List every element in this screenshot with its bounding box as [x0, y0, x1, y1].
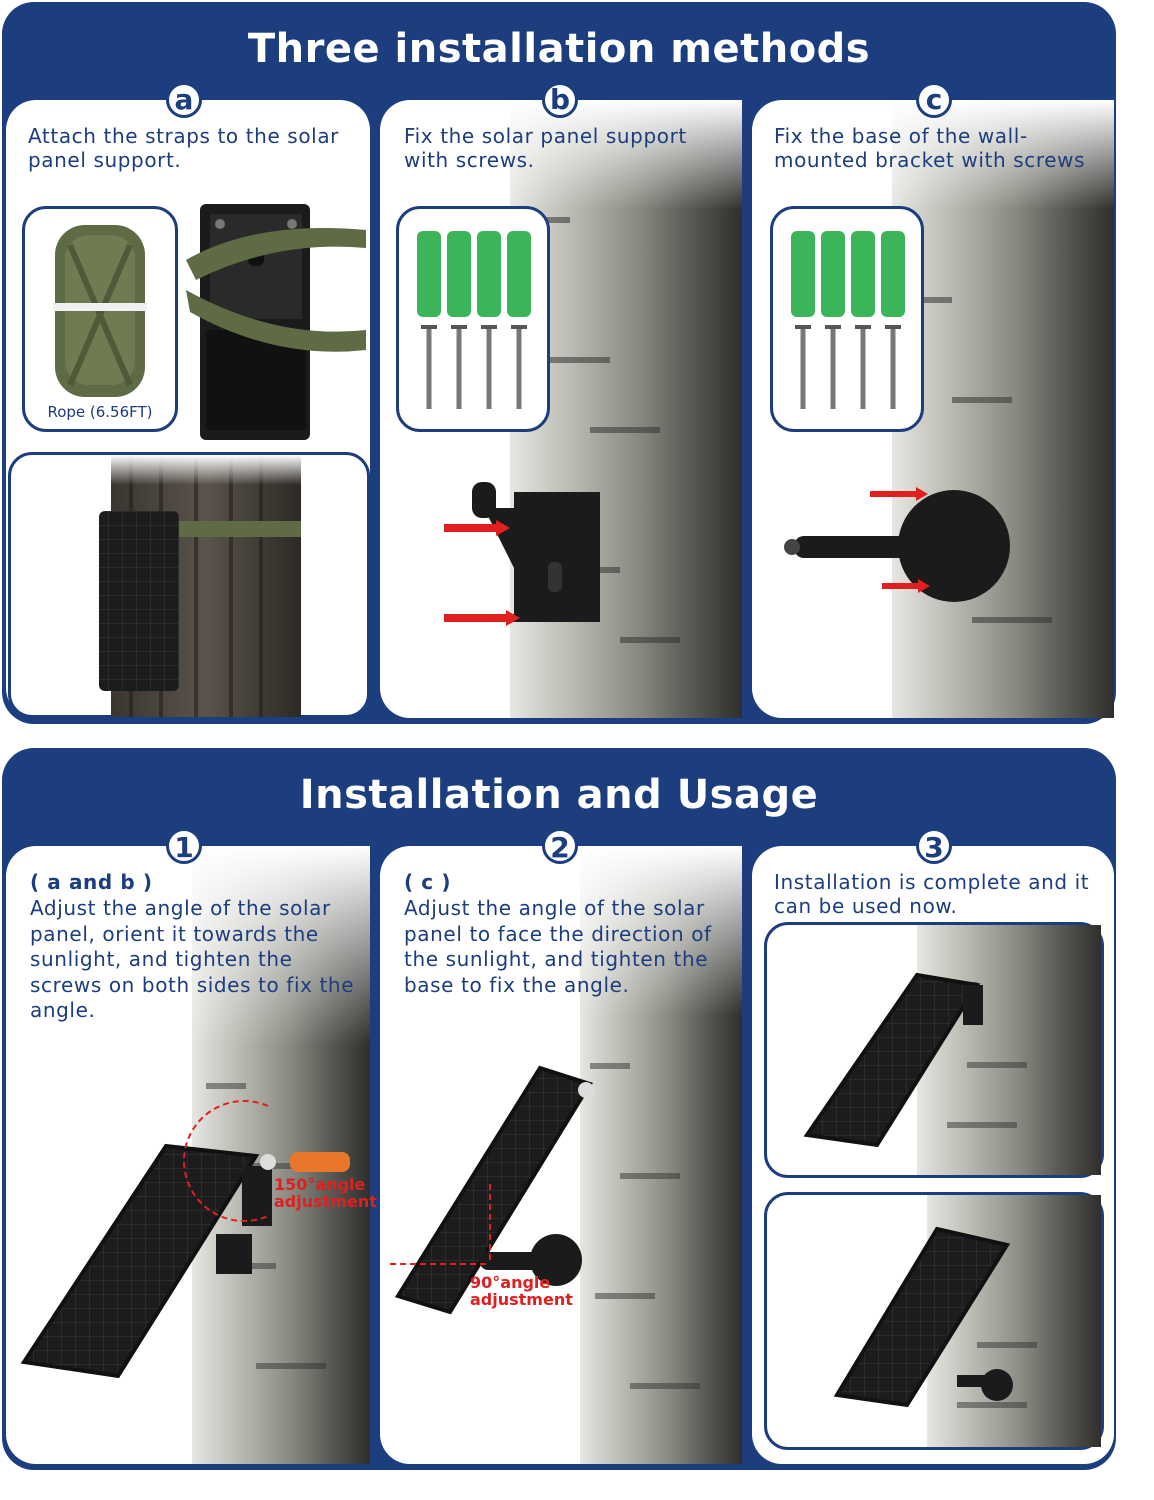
solar-panel-icon: [99, 511, 179, 691]
angle-arc-icon: [390, 1184, 491, 1265]
solar-panel-icon: [20, 1100, 350, 1379]
screwdriver-icon: [290, 1152, 350, 1172]
tree-trunk-icon: [833, 1195, 1101, 1447]
tree-trunk-icon: [99, 455, 301, 717]
angle-arc-icon: [183, 1100, 269, 1222]
card-caption: Adjust the angle of the solar panel to f…: [404, 896, 712, 997]
rope-label: Rope (6.56FT): [47, 403, 153, 421]
strap-install-photo: [8, 452, 370, 718]
mount-bracket-icon: [784, 487, 1010, 602]
screws-inset: [770, 206, 924, 432]
rope-icon: [53, 225, 147, 397]
card-caption: Attach the straps to the solar panel sup…: [28, 124, 339, 172]
strap-icon: [186, 228, 366, 280]
anchor-screw-icon: [791, 231, 905, 409]
card-caption-head: ( c ): [404, 870, 452, 894]
badge-2: 2: [542, 828, 578, 864]
rope-inset: Rope (6.56FT): [22, 206, 178, 432]
mount-bracket-icon: [186, 204, 366, 440]
card-step-2: ( c ) Adjust the angle of the solar pane…: [380, 828, 742, 1464]
tree-trunk-icon: [803, 925, 1101, 1175]
anchor-screw-icon: [417, 231, 531, 409]
badge-3: 3: [916, 828, 952, 864]
badge-1: 1: [166, 828, 202, 864]
angle-label: 150°angle adjustment: [274, 1175, 377, 1211]
section-title: Three installation methods: [247, 26, 871, 72]
card-method-a: Attach the straps to the solar panel sup…: [6, 82, 370, 718]
card-caption: Installation is complete and it can be u…: [774, 870, 1090, 918]
section-title: Installation and Usage: [299, 772, 819, 818]
card-step-3: Installation is complete and it can be u…: [752, 828, 1114, 1464]
card-caption: Fix the base of the wall-mounted bracket…: [774, 124, 1086, 172]
screws-inset: [396, 206, 550, 432]
card-caption-head: ( a and b ): [30, 870, 153, 894]
section-installation-methods: Three installation methods Attach the st…: [2, 2, 1116, 724]
mount-bracket-icon: [444, 482, 600, 626]
solar-panel-icon: [833, 1226, 1011, 1408]
badge-c: c: [916, 82, 952, 118]
card-caption: Adjust the angle of the solar panel, ori…: [30, 896, 355, 1022]
result-photo-top: [764, 922, 1104, 1178]
badge-b: b: [542, 82, 578, 118]
card-step-1: ( a and b ) Adjust the angle of the sola…: [6, 828, 377, 1464]
tree-trunk-icon: [892, 100, 1114, 718]
red-arrow-icon: [870, 491, 924, 589]
section-installation-usage: Installation and Usage ( a and b ) Adjus…: [2, 748, 1116, 1470]
tree-trunk-icon: [580, 846, 742, 1464]
angle-label: 90°angle adjustment: [470, 1273, 573, 1309]
solar-panel-icon: [803, 972, 981, 1148]
result-photo-bottom: [764, 1192, 1104, 1450]
card-caption: Fix the solar panel support with screws.: [404, 124, 687, 172]
solar-panel-icon: [390, 1065, 594, 1315]
card-method-b: Fix the solar panel support with screws.…: [380, 82, 742, 718]
card-method-c: Fix the base of the wall-mounted bracket…: [752, 82, 1114, 718]
red-arrow-icon: [444, 524, 514, 622]
badge-a: a: [166, 82, 202, 118]
